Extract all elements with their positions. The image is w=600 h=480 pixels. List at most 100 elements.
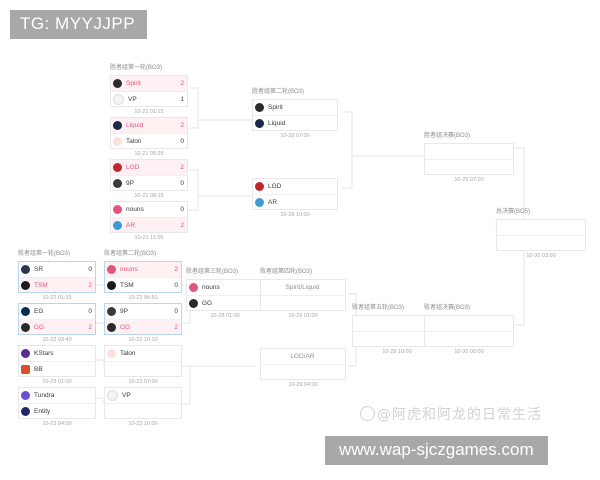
team-name: AR: [268, 198, 278, 206]
match-card-lb-r4-m2[interactable]: LGD/AR: [260, 348, 346, 380]
team-row[interactable]: KStars: [19, 346, 95, 361]
match-group-lb-r3: 败者组第三轮(BO3) nouns GG 10-28 01:00: [186, 268, 264, 321]
match-time: 10-30 00:00: [454, 349, 484, 355]
match-card-lb-r1-m1[interactable]: SR 0 TSM 2: [18, 261, 96, 293]
team-row[interactable]: AR: [253, 194, 337, 209]
match-card-lb-r1-m3[interactable]: KStars BB: [18, 345, 96, 377]
team-row[interactable]: LGD 2: [111, 160, 187, 175]
team-name: Liquid: [268, 119, 286, 127]
9p-logo: [107, 307, 116, 316]
match-card-lb-r2-m2[interactable]: 9P 0 GG 2: [104, 303, 182, 335]
team-row[interactable]: Spirit/Liquid: [261, 280, 345, 295]
team-row[interactable]: TSM 0: [105, 277, 181, 292]
team-score: 0: [88, 308, 92, 315]
match-card-lb-r2-m4[interactable]: VP: [104, 387, 182, 419]
team-row[interactable]: [105, 403, 181, 418]
team-score: 2: [180, 164, 184, 171]
match-card-lb-r1-m2[interactable]: EG 0 GG 2: [18, 303, 96, 335]
match-time: 10-23 04:00: [42, 421, 72, 427]
liquid-logo: [113, 121, 122, 130]
match-card-wb-r1-m2[interactable]: Liquid 2 Talon 0: [110, 117, 188, 149]
team-row[interactable]: GG 2: [105, 319, 181, 334]
round-title-lb-r2: 败者组第二轮(BO3): [104, 251, 157, 257]
entity-logo: [21, 406, 30, 416]
nouns-logo: [107, 265, 116, 274]
team-row[interactable]: VP: [105, 388, 181, 403]
match-card-wb-r2-m2[interactable]: LGD AR: [252, 178, 338, 210]
match-time: 10-23 01:00: [42, 379, 72, 385]
team-row[interactable]: VP 1: [111, 91, 187, 106]
team-row[interactable]: [105, 361, 181, 376]
match-card-lb-r2-m3[interactable]: Talon: [104, 345, 182, 377]
team-score: 0: [180, 206, 184, 213]
match-time: 10-23 10:00: [128, 421, 158, 427]
team-row[interactable]: Liquid 2: [111, 118, 187, 133]
team-row[interactable]: [261, 295, 345, 310]
team-row[interactable]: Liquid: [253, 115, 337, 130]
match-card-lb-final[interactable]: [424, 315, 514, 347]
team-row[interactable]: 9P 0: [105, 304, 181, 319]
team-name: Liquid: [126, 122, 144, 129]
team-name: 9P: [126, 179, 134, 187]
team-row[interactable]: Spirit: [253, 100, 337, 115]
team-row[interactable]: nouns 0: [111, 202, 187, 217]
gg-logo: [21, 322, 30, 332]
team-name: GG: [34, 323, 45, 331]
talon-logo: [113, 136, 122, 146]
team-row[interactable]: [497, 220, 585, 235]
team-row[interactable]: [261, 364, 345, 379]
match-card-wb-r1-m4[interactable]: nouns 0 AR 2: [110, 201, 188, 233]
team-row[interactable]: Entity: [19, 403, 95, 418]
team-name: TSM: [120, 281, 134, 289]
match-card-grand-final[interactable]: [496, 219, 586, 251]
kstars-logo: [21, 349, 30, 358]
team-row[interactable]: AR 2: [111, 217, 187, 232]
team-row[interactable]: 9P 0: [111, 175, 187, 190]
team-row[interactable]: BB: [19, 361, 95, 376]
match-card-wb-final[interactable]: [424, 143, 514, 175]
team-row[interactable]: TSM 2: [19, 277, 95, 292]
match-card-wb-r1-m3[interactable]: LGD 2 9P 0: [110, 159, 188, 191]
team-name: nouns: [126, 206, 144, 213]
match-card-lb-r3-m1[interactable]: nouns GG: [186, 279, 264, 311]
team-row[interactable]: LGD: [253, 179, 337, 194]
team-row[interactable]: [425, 331, 513, 346]
team-score: 2: [88, 281, 92, 289]
team-score: 0: [180, 179, 184, 187]
team-row[interactable]: LGD/AR: [261, 349, 345, 364]
match-card-lb-r4-m1[interactable]: Spirit/Liquid: [260, 279, 346, 311]
team-row[interactable]: Talon 0: [111, 133, 187, 148]
match-card-lb-r2-m1[interactable]: nouns 2 TSM 0: [104, 261, 182, 293]
team-row[interactable]: SR 0: [19, 262, 95, 277]
team-row[interactable]: [497, 235, 585, 250]
team-row[interactable]: [425, 316, 513, 331]
vp-logo: [107, 390, 118, 401]
spirit-logo: [255, 103, 264, 112]
team-row[interactable]: [353, 331, 441, 346]
team-row[interactable]: GG: [187, 295, 263, 310]
team-name: GG: [202, 299, 213, 307]
team-row[interactable]: [353, 316, 441, 331]
lgd-logo: [255, 182, 264, 191]
match-card-wb-r1-m1[interactable]: Spirit 2 VP 1: [110, 75, 188, 107]
team-row[interactable]: EG 0: [19, 304, 95, 319]
match-card-wb-r2-m1[interactable]: Spirit Liquid: [252, 99, 338, 131]
team-score: 2: [174, 266, 178, 273]
match-time: 10-28 10:00: [280, 212, 310, 218]
team-row[interactable]: nouns: [187, 280, 263, 295]
team-row[interactable]: GG 2: [19, 319, 95, 334]
team-placeholder: Spirit/Liquid: [285, 284, 320, 291]
eg-logo: [21, 307, 30, 316]
team-row[interactable]: nouns 2: [105, 262, 181, 277]
team-row[interactable]: Tundra: [19, 388, 95, 403]
match-card-lb-r1-m4[interactable]: Tundra Entity: [18, 387, 96, 419]
match-time: 10-21 05:25: [134, 151, 164, 157]
team-row[interactable]: [425, 144, 513, 159]
match-group-wb-final: 胜者组决赛(BO3) 10-29 07:00: [424, 132, 514, 185]
team-row[interactable]: Talon: [105, 346, 181, 361]
round-title-lb-r1: 败者组第一轮(BO3): [18, 251, 71, 257]
team-row[interactable]: Spirit 2: [111, 76, 187, 91]
team-row[interactable]: [425, 159, 513, 174]
match-time: 10-29 04:00: [288, 382, 318, 388]
